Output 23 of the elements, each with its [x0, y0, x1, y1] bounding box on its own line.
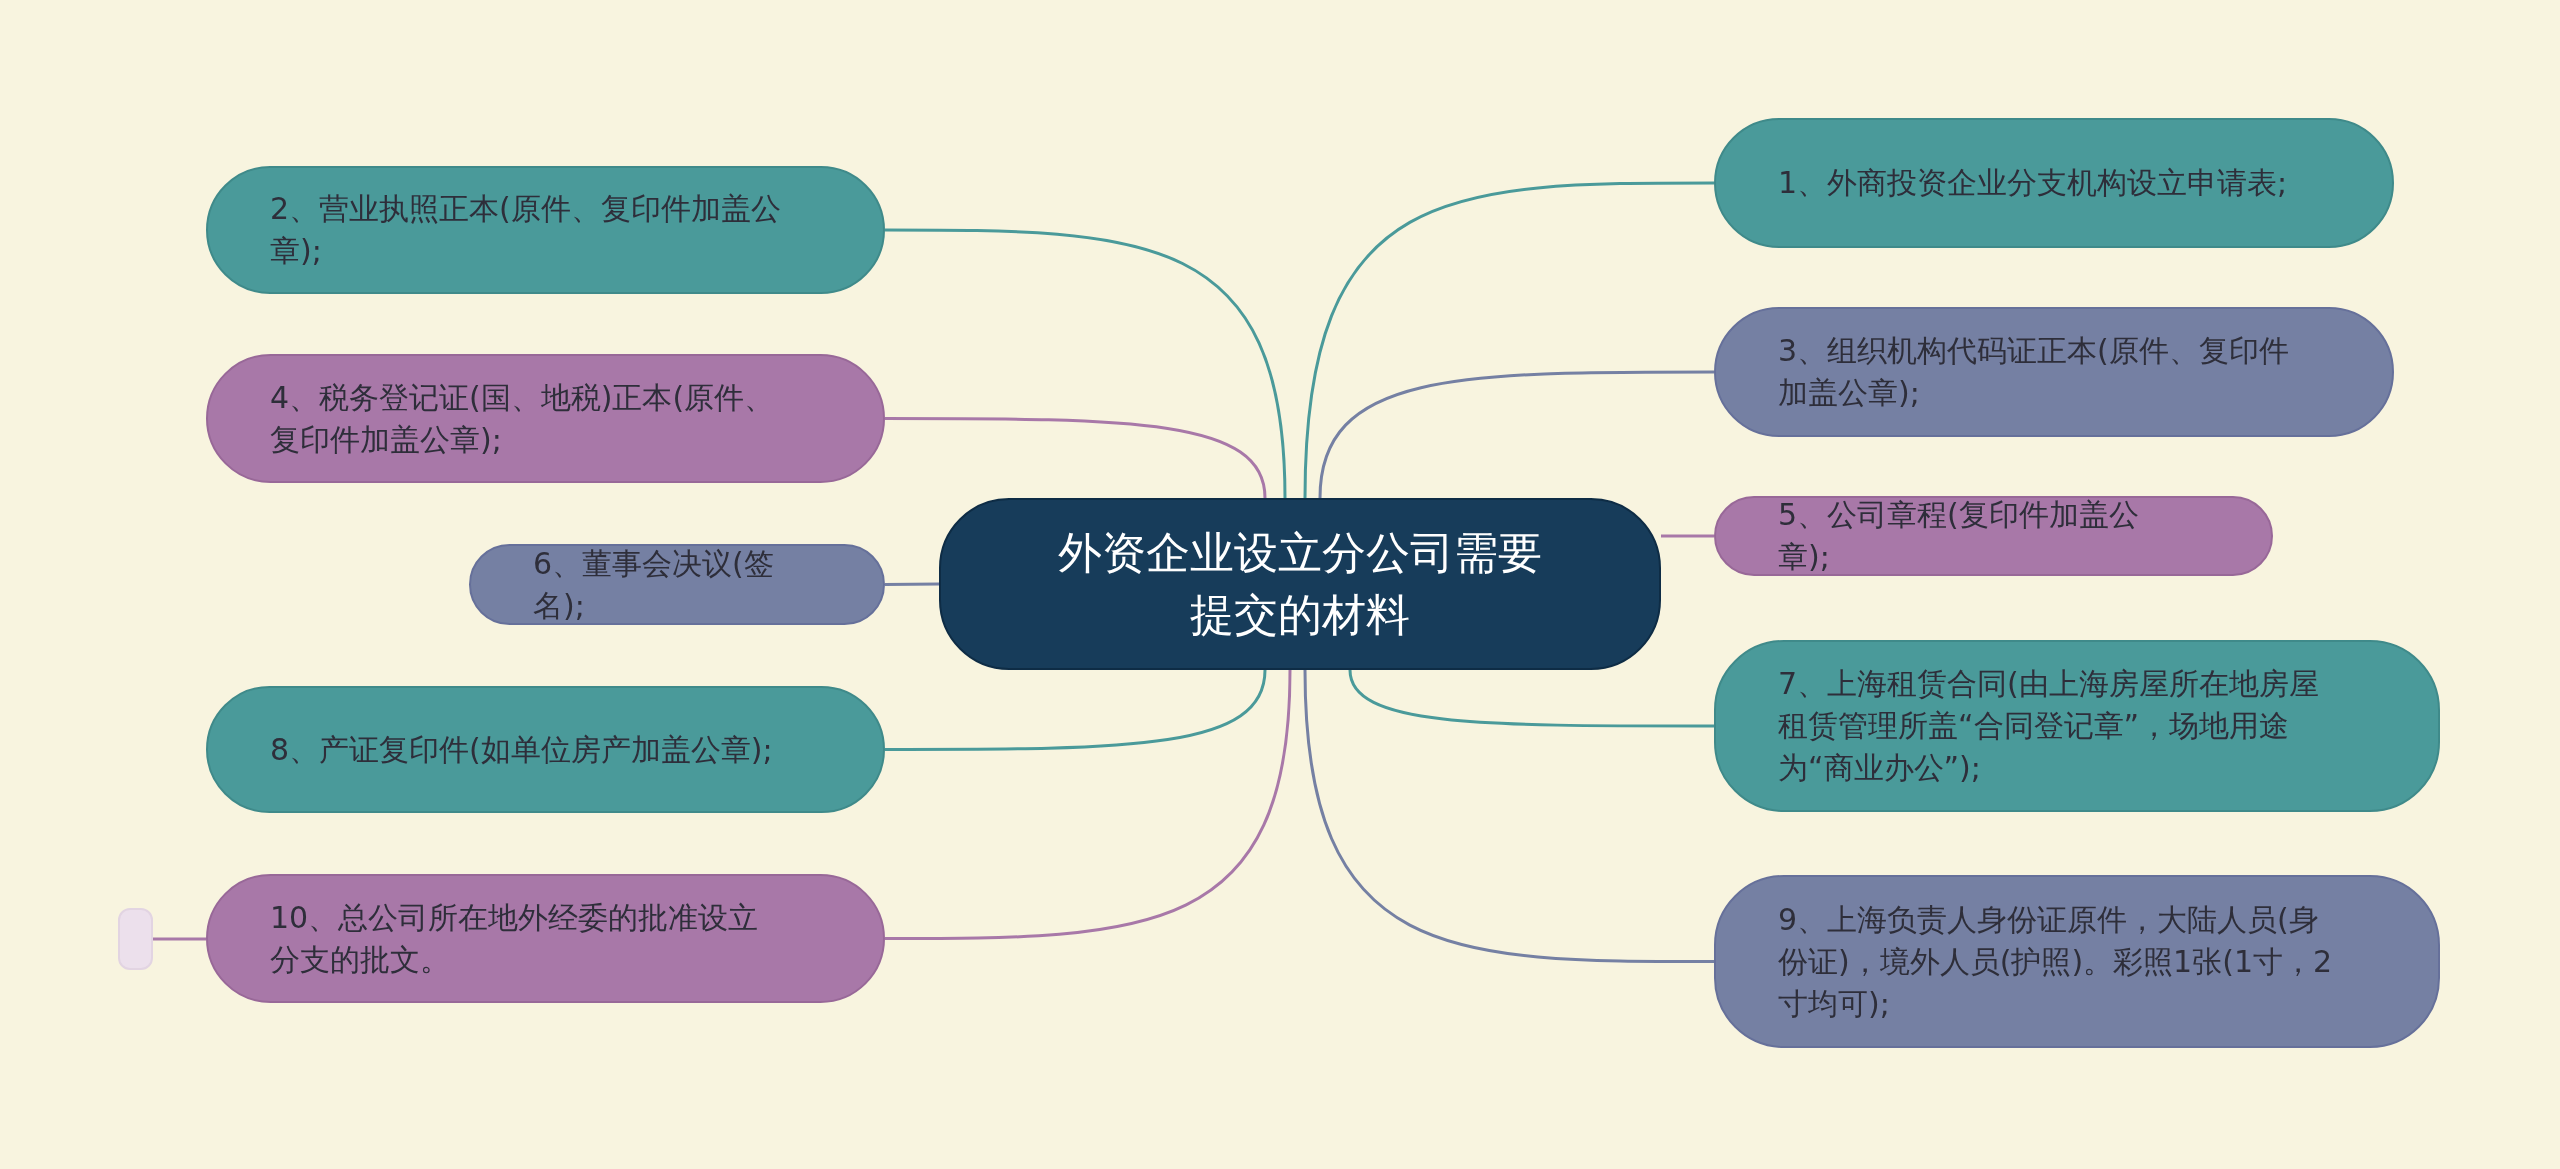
topic-text: 4、税务登记证(国、地税)正本(原件、复印件加盖公章); — [270, 378, 776, 459]
topic-text: 6、董事会决议(签名); — [533, 544, 775, 625]
connector-line — [1303, 181, 1714, 499]
connector-line — [1661, 534, 1714, 538]
topic-text: 1、外商投资企业分支机构设立申请表; — [1778, 164, 2288, 202]
empty-box — [118, 908, 153, 970]
topic-text: 8、产证复印件(如单位房产加盖公章); — [270, 730, 773, 769]
connector-line — [885, 417, 1267, 499]
topic-text: 10、总公司所在地外经委的批准设立分支的批文。 — [270, 898, 760, 979]
topic-text: 3、组织机构代码证正本(原件、复印件加盖公章); — [1778, 332, 2290, 412]
connector-line — [1303, 669, 1714, 963]
connector-line — [885, 228, 1287, 499]
topic-text: 2、营业执照正本(原件、复印件加盖公章); — [270, 190, 782, 270]
connector-line — [885, 582, 939, 586]
topic-text: 7、上海租赁合同(由上海房屋所在地房屋租赁管理所盖“合同登记章”，场地用途为“商业办公”); — [1778, 665, 2320, 787]
topic-text: 9、上海负责人身份证原件，大陆人员(身份证)，境外人员(护照)。彩照1张(1寸，2寸均可); — [1778, 900, 2334, 1023]
topic-text: 5、公司章程(复印件加盖公章); — [1778, 496, 2140, 576]
connector-line — [885, 669, 1292, 940]
connector-line — [885, 669, 1267, 751]
connector-line — [1348, 669, 1714, 728]
connector-line — [1318, 370, 1714, 499]
central-title: 外资企业设立分公司需要提交的材料 — [1057, 526, 1543, 642]
connector-line — [153, 937, 206, 941]
